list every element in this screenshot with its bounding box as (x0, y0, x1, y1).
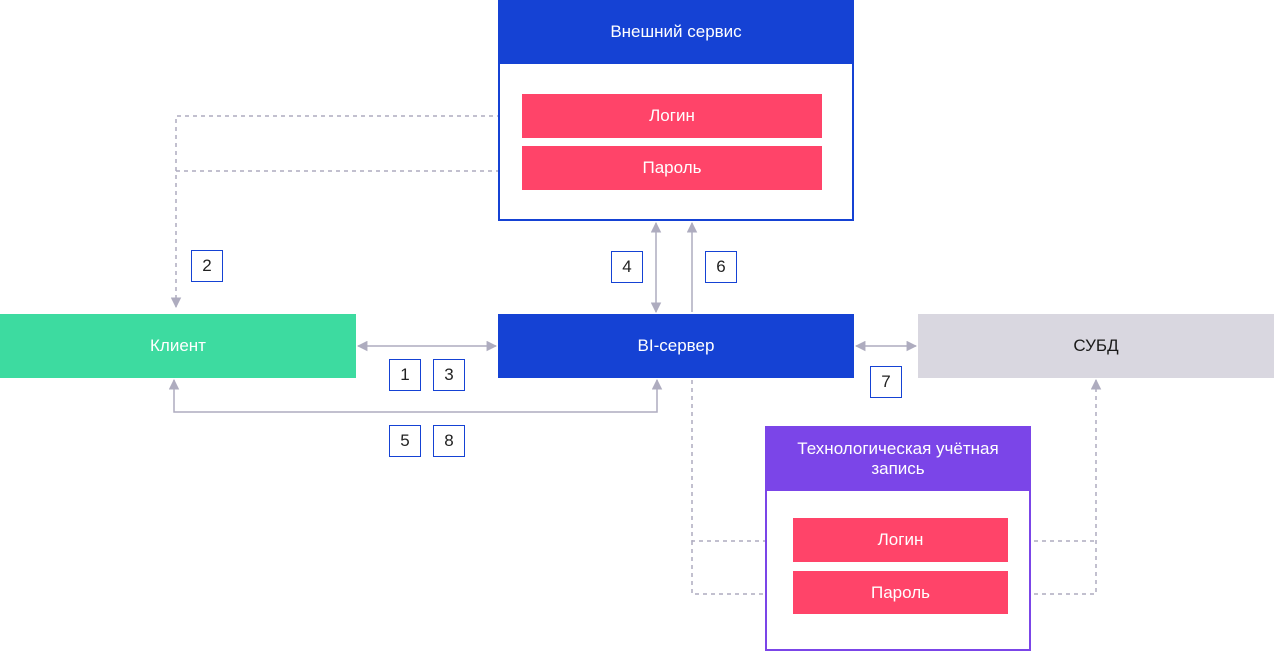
step-badge-5: 5 (389, 425, 421, 457)
tech-account-password: Пароль (793, 571, 1008, 614)
connector-client-ext-login (170, 110, 522, 309)
bi-server-label: BI-сервер (637, 336, 715, 355)
dbms-node: СУБД (918, 314, 1274, 378)
external-service-title: Внешний сервис (498, 0, 854, 64)
external-service-password: Пароль (522, 146, 822, 190)
client-label: Клиент (150, 336, 206, 355)
step-badge-8: 8 (433, 425, 465, 457)
bi-server-node: BI-сервер (498, 314, 854, 378)
tech-account-title: Технологическая учётная запись (765, 426, 1031, 491)
client-node: Клиент (0, 314, 356, 378)
dbms-label: СУБД (1073, 336, 1119, 355)
step-badge-7: 7 (870, 366, 902, 398)
step-badge-3: 3 (433, 359, 465, 391)
step-badge-1: 1 (389, 359, 421, 391)
step-badge-2: 2 (191, 250, 223, 282)
step-badge-6: 6 (705, 251, 737, 283)
connector-bi-tech-password (691, 541, 793, 600)
tech-account-login: Логин (793, 518, 1008, 562)
external-service-login: Логин (522, 94, 822, 138)
step-badge-4: 4 (611, 251, 643, 283)
connector-bi-client-return (168, 378, 663, 413)
